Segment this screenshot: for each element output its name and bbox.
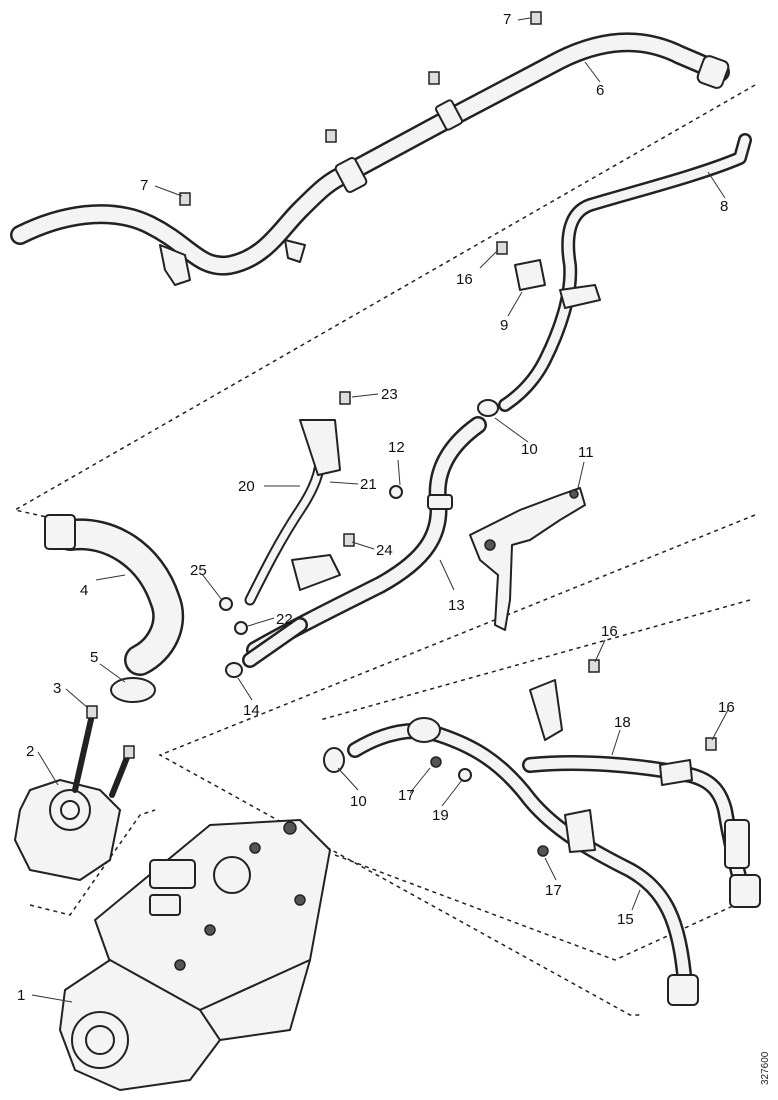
bracket-11: [469, 487, 586, 631]
callout-17: 17: [398, 787, 415, 804]
callout-10: 10: [521, 441, 538, 458]
callout-12: 12: [388, 439, 405, 456]
callout-5: 5: [90, 649, 98, 666]
callout-11: 11: [578, 444, 594, 461]
reference-number: 327600: [760, 1051, 771, 1085]
callout-1: 1: [17, 987, 25, 1004]
callout-3: 3: [53, 680, 61, 697]
callout-16: 16: [601, 623, 618, 640]
callouts: 7 6 7 8 16 9 23 10 12 11 20 21 4 24 25 1…: [17, 11, 735, 1004]
group-outlines: [12, 84, 756, 1016]
pipe-8: [496, 133, 752, 412]
callout-10: 10: [350, 793, 367, 810]
callout-16: 16: [718, 699, 735, 716]
pipe-20: [219, 391, 355, 635]
pipe-15-18: [323, 659, 761, 1006]
callout-6: 6: [596, 82, 604, 99]
callout-21: 21: [360, 476, 377, 493]
callout-16: 16: [456, 271, 473, 288]
callout-13: 13: [448, 597, 465, 614]
callout-15: 15: [617, 911, 634, 928]
callout-9: 9: [500, 317, 508, 334]
pipe-14: [225, 617, 308, 678]
compressor-1: [59, 819, 331, 1091]
callout-7: 7: [503, 11, 511, 28]
callout-18: 18: [614, 714, 631, 731]
callout-23: 23: [381, 386, 398, 403]
callout-19: 19: [432, 807, 449, 824]
callout-22: 22: [276, 611, 293, 628]
filter-2: [14, 705, 135, 881]
callout-24: 24: [376, 542, 393, 559]
callout-25: 25: [190, 562, 207, 579]
callout-14: 14: [243, 702, 260, 719]
leader-lines: [31, 17, 729, 1003]
callout-7: 7: [140, 177, 148, 194]
callout-17: 17: [545, 882, 562, 899]
callout-2: 2: [26, 743, 34, 760]
callout-20: 20: [238, 478, 255, 495]
pipe-4: [44, 514, 185, 703]
pipe-6: [10, 11, 730, 286]
callout-4: 4: [80, 582, 88, 599]
callout-8: 8: [720, 198, 728, 215]
